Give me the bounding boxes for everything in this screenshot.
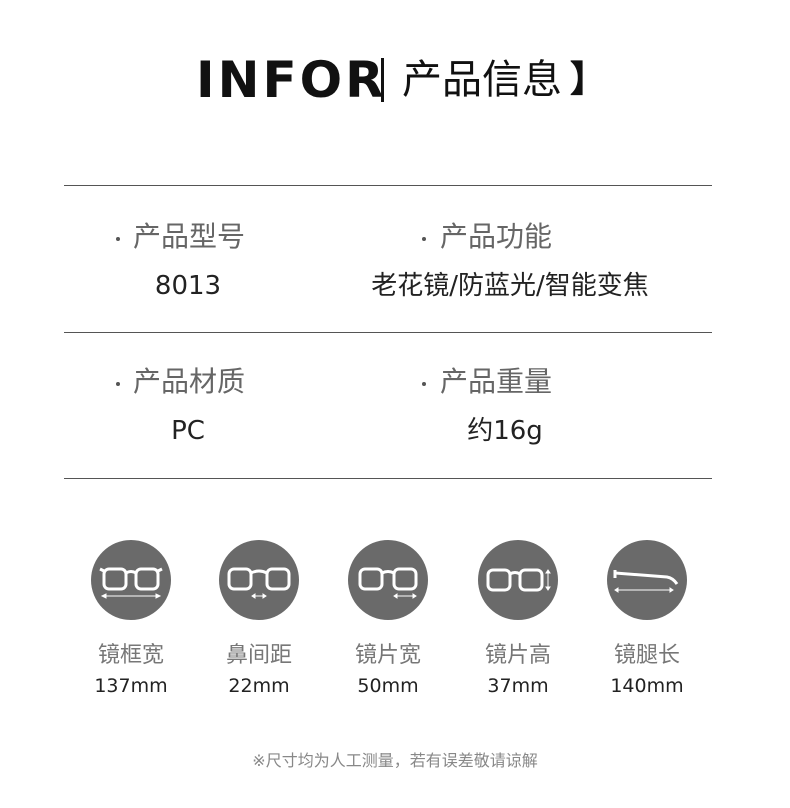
spec-value: 137mm	[94, 675, 168, 697]
function-value: 老花镜/防蓝光/智能变焦	[371, 271, 649, 301]
title-divider	[381, 58, 384, 102]
title-en: INFOR	[196, 51, 387, 109]
weight-value: 约16g	[467, 416, 543, 446]
function-label: 产品功能	[440, 220, 553, 253]
spec-bridge-width: 鼻间距 22mm	[204, 540, 314, 698]
spec-value: 50mm	[357, 675, 419, 697]
weight-label: 产品重量	[440, 365, 553, 398]
spec-name: 镜腿长	[613, 643, 680, 668]
bullet-icon	[422, 237, 426, 241]
frame-width-icon	[91, 540, 171, 620]
measurement-note: ※尺寸均为人工测量，若有误差敬请谅解	[252, 751, 538, 770]
bullet-icon	[422, 382, 426, 386]
temple-length-icon	[607, 540, 687, 620]
model-label: 产品型号	[133, 220, 246, 253]
title-cn: 产品信息	[402, 57, 562, 103]
spec-lens-height: 镜片高 37mm	[463, 540, 573, 698]
material-value: PC	[171, 416, 205, 446]
title-bracket: 】	[570, 59, 607, 100]
lens-width-icon	[348, 540, 428, 620]
model-value: 8013	[154, 271, 222, 301]
spec-name: 镜片高	[484, 643, 551, 668]
divider-bottom	[64, 478, 712, 479]
spec-value: 140mm	[610, 675, 684, 697]
spec-value: 37mm	[487, 675, 549, 697]
material-label: 产品材质	[133, 365, 246, 398]
bullet-icon	[116, 382, 120, 386]
divider-top	[64, 185, 712, 186]
divider-middle	[64, 332, 712, 333]
spec-lens-width: 镜片宽 50mm	[333, 540, 443, 698]
header: INFOR 产品信息 】	[0, 50, 790, 110]
spec-name: 镜框宽	[97, 643, 164, 668]
bullet-icon	[116, 237, 120, 241]
spec-temple-length: 镜腿长 140mm	[592, 540, 702, 698]
spec-frame-width: 镜框宽 137mm	[76, 540, 186, 698]
bridge-width-icon	[219, 540, 299, 620]
spec-value: 22mm	[228, 675, 290, 697]
spec-name: 镜片宽	[354, 643, 421, 668]
spec-name: 鼻间距	[225, 643, 292, 668]
lens-height-icon	[478, 540, 558, 620]
